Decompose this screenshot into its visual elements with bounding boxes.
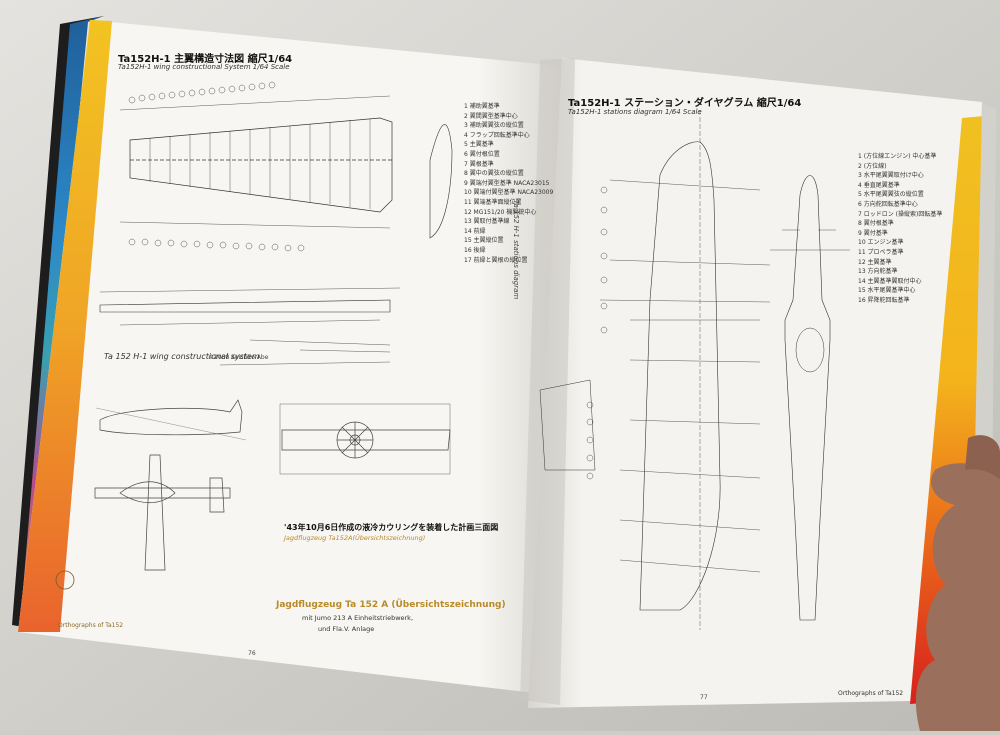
station-markers-bottom	[128, 238, 305, 252]
plan-caption: '43年10月6日作成の液冷カウリングを装着した計画三面図	[284, 523, 499, 532]
plan-caption-sub: Jagdflugzeug Ta152A(Übersichtszeichnung)	[284, 534, 426, 542]
legend-item: 15 水平尾翼基準中心	[858, 287, 916, 295]
right-legend: 1 (方位線エンジン) 中心基準 2 (方位線) 3 水平尾翼翼取付け中心 4 …	[858, 152, 942, 306]
legend-item: 13 方向舵基準	[858, 268, 898, 276]
legend-item: 14 主翼基準翼取付中心	[858, 277, 922, 285]
aircraft-front-view	[279, 403, 451, 475]
right-page-title: Ta152H-1 ステーション・ダイヤグラム 縮尺1/64	[568, 98, 802, 109]
hand-finger	[965, 435, 1000, 480]
legend-item: 2 (方位線)	[858, 162, 887, 170]
left-page	[18, 20, 560, 696]
left-page-title: Ta152H-1 主翼構造寸法図 縮尺1/64	[118, 54, 293, 65]
stations-vertical-caption: Ta 152 H-1 stations diagram	[512, 200, 520, 300]
legend-item: 14 前縁	[464, 227, 486, 235]
legend-item: 13 翼取付基準線	[464, 218, 510, 226]
gutter-shadow	[520, 58, 575, 705]
legend-item: 17 前縁と翼根の縦位置	[464, 256, 528, 264]
aircraft-top-view	[94, 454, 231, 571]
legend-item: 2 翼間翼型基準中心	[464, 112, 518, 120]
legend-item: 10 翼端付翼型基準 NACA23009	[464, 189, 554, 197]
legend-item: 4 フラップ回転基準中心	[464, 131, 530, 139]
left-page-color-bar	[18, 20, 112, 632]
legend-item: 5 水平尾翼翼弦の縦位置	[858, 191, 924, 199]
legend-item: 4 垂直尾翼基準	[858, 181, 900, 189]
left-legend: 1 補助翼基準 2 翼間翼型基準中心 3 補助翼翼弦の縦位置 4 フラップ回転基…	[464, 102, 553, 265]
legend-item: 11 翼端基準面縦位置	[464, 198, 522, 206]
right-page	[528, 58, 982, 708]
legend-item: 11 プロペラ基準	[858, 248, 904, 256]
wing-drawing-caption: Ta 152 H-1 wing constructional system	[104, 352, 260, 361]
hand-thumb	[915, 463, 1000, 731]
legend-item: 6 翼付根位置	[464, 150, 500, 158]
aircraft-side-view	[95, 399, 247, 441]
station-markers-right	[586, 186, 608, 480]
station-markers-top	[128, 81, 276, 104]
copyright-text: ©2008 Koichiro Abe	[208, 354, 269, 361]
right-footer: Orthographs of Ta152	[838, 690, 904, 697]
legend-item: 10 エンジン基準	[858, 239, 904, 247]
legend-item: 3 補助翼翼弦の縦位置	[464, 122, 524, 130]
german-title: Jagdflugzeug Ta 152 A (Übersichtszeichnu…	[276, 600, 506, 610]
logo-icon	[55, 570, 75, 590]
legend-item: 1 (方位線エンジン) 中心基準	[858, 153, 937, 160]
legend-item: 12 MG151/20 機関銃中心	[464, 208, 537, 216]
legend-item: 1 補助翼基準	[464, 103, 500, 110]
legend-item: 7 翼根基準	[464, 160, 494, 168]
legend-item: 5 主翼基準	[464, 141, 494, 149]
legend-item: 16 昇降舵回転基準	[858, 296, 910, 304]
right-page-subtitle: Ta152H-1 stations diagram 1/64 Scale	[568, 108, 702, 116]
legend-item: 9 翼端付翼型基準 NACA23015	[464, 179, 550, 187]
legend-item: 16 後縁	[464, 246, 486, 254]
legend-item: 8 翼付根基準	[858, 220, 894, 228]
legend-item: 6 方向舵回転基準中心	[858, 200, 918, 208]
legend-item: 7 ロッドロン (操縦索)回転基準	[858, 210, 943, 218]
german-line-2: mit Jumo 213 A Einheitstriebwerk,	[302, 614, 414, 622]
wing-front-view-drawing	[99, 287, 401, 366]
german-line-3: und Fla.V. Anlage	[318, 625, 375, 633]
legend-item: 8 翼中の翼弦の縦位置	[464, 170, 524, 178]
legend-item: 15 主翼縦位置	[464, 237, 504, 245]
legend-item: 3 水平尾翼翼取付け中心	[858, 172, 924, 180]
fuselage-stations-drawing	[539, 110, 771, 630]
left-footer: Orthographs of Ta152	[58, 622, 124, 629]
left-page-subtitle: Ta152H-1 wing constructional System 1/64…	[118, 63, 290, 71]
legend-item: 9 翼付基準	[858, 229, 888, 237]
legend-item: 12 主翼基準	[858, 258, 892, 266]
right-page-number: 77	[700, 694, 708, 701]
left-page-number: 76	[248, 650, 256, 657]
wing-plan-drawing	[119, 95, 453, 239]
